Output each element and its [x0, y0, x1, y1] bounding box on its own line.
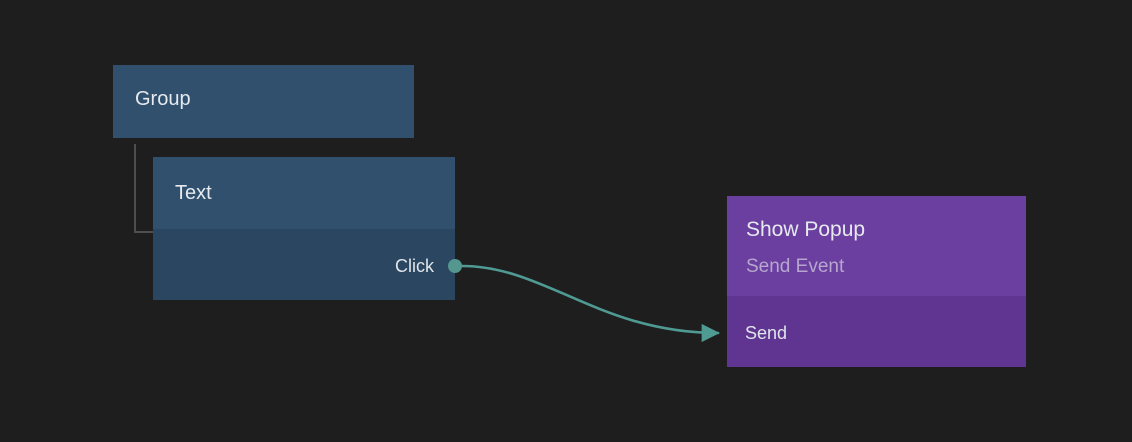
node-show-popup-title: Show Popup [746, 218, 866, 241]
node-text-header[interactable]: Text [153, 157, 455, 229]
node-text-click-label: Click [395, 256, 434, 276]
node-text-output-row[interactable]: Click [395, 257, 434, 275]
output-port-click-dot[interactable] [448, 259, 462, 273]
node-group[interactable]: Group [113, 65, 414, 138]
node-group-title: Group [135, 88, 191, 110]
node-group-header[interactable]: Group [113, 65, 414, 138]
node-show-popup[interactable]: Show Popup Send Event Send [727, 196, 1026, 367]
node-text-title: Text [175, 182, 212, 204]
node-show-popup-send-label: Send [745, 323, 788, 343]
node-show-popup-body: Send [727, 296, 1026, 367]
node-text[interactable]: Text Click [153, 157, 455, 300]
node-show-popup-header[interactable]: Show Popup Send Event [727, 196, 1026, 296]
node-text-body: Click [153, 229, 455, 300]
connection-edge-click-to-send[interactable] [460, 264, 720, 343]
node-show-popup-subtitle: Send Event [746, 256, 845, 277]
tree-connector-group-to-text [134, 144, 156, 233]
